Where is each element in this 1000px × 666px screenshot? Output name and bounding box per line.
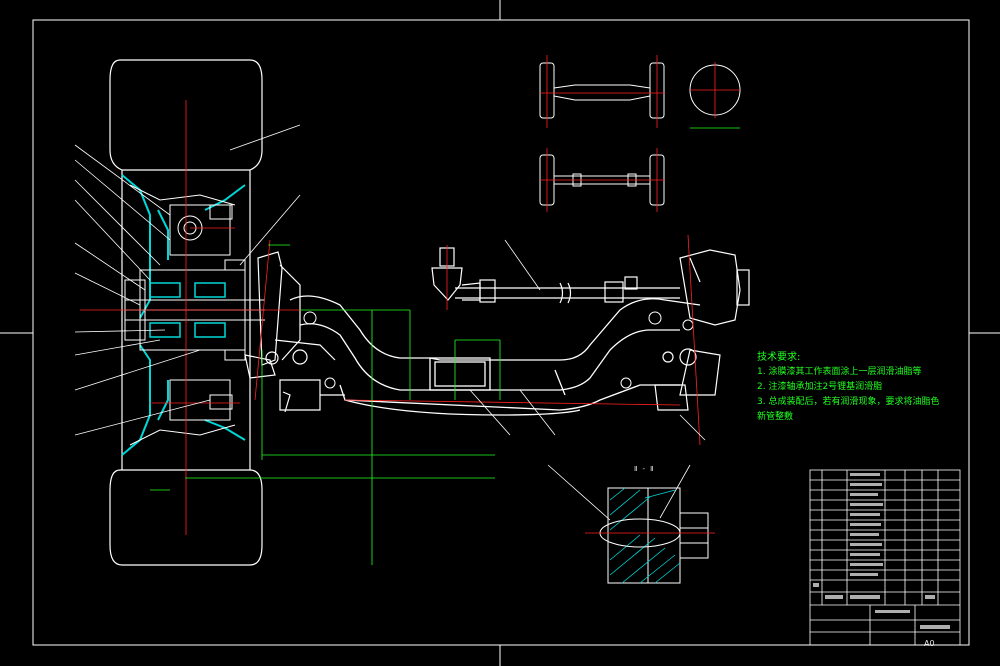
rim-detail bbox=[129, 184, 236, 446]
tech-requirements-title: 技术要求: bbox=[757, 352, 801, 363]
section-view bbox=[585, 487, 715, 584]
tie-rod-top-view bbox=[539, 62, 741, 206]
title-block-entries bbox=[813, 473, 950, 629]
title-block bbox=[809, 469, 961, 646]
tech-requirement-item: 新管整敷 bbox=[757, 412, 794, 422]
section-view-label: Ⅱ - Ⅱ bbox=[634, 465, 654, 473]
sheet-size-label: A0 bbox=[924, 639, 935, 648]
tech-requirement-item: 3. 总成装配后，若有润滑现象，要求将油脂色 bbox=[757, 397, 940, 407]
dimension-lines bbox=[150, 127, 740, 565]
technical-requirements: 技术要求: 1. 涂膜漆其工作表面涂上一层润滑油脂等 2. 注漆轴承加注2号锂基… bbox=[757, 350, 957, 425]
beam-bolts bbox=[303, 311, 694, 389]
leader-lines bbox=[74, 124, 706, 521]
tie-rod bbox=[431, 247, 680, 304]
tech-requirement-item: 1. 涂膜漆其工作表面涂上一层润滑油脂等 bbox=[757, 367, 922, 377]
right-knuckle bbox=[654, 249, 750, 411]
center-lines bbox=[80, 55, 740, 535]
axle-beam bbox=[289, 295, 701, 416]
tie-rod-end-left bbox=[265, 349, 345, 413]
tech-requirement-item: 2. 注漆轴承加注2号锂基润滑脂 bbox=[757, 382, 883, 392]
